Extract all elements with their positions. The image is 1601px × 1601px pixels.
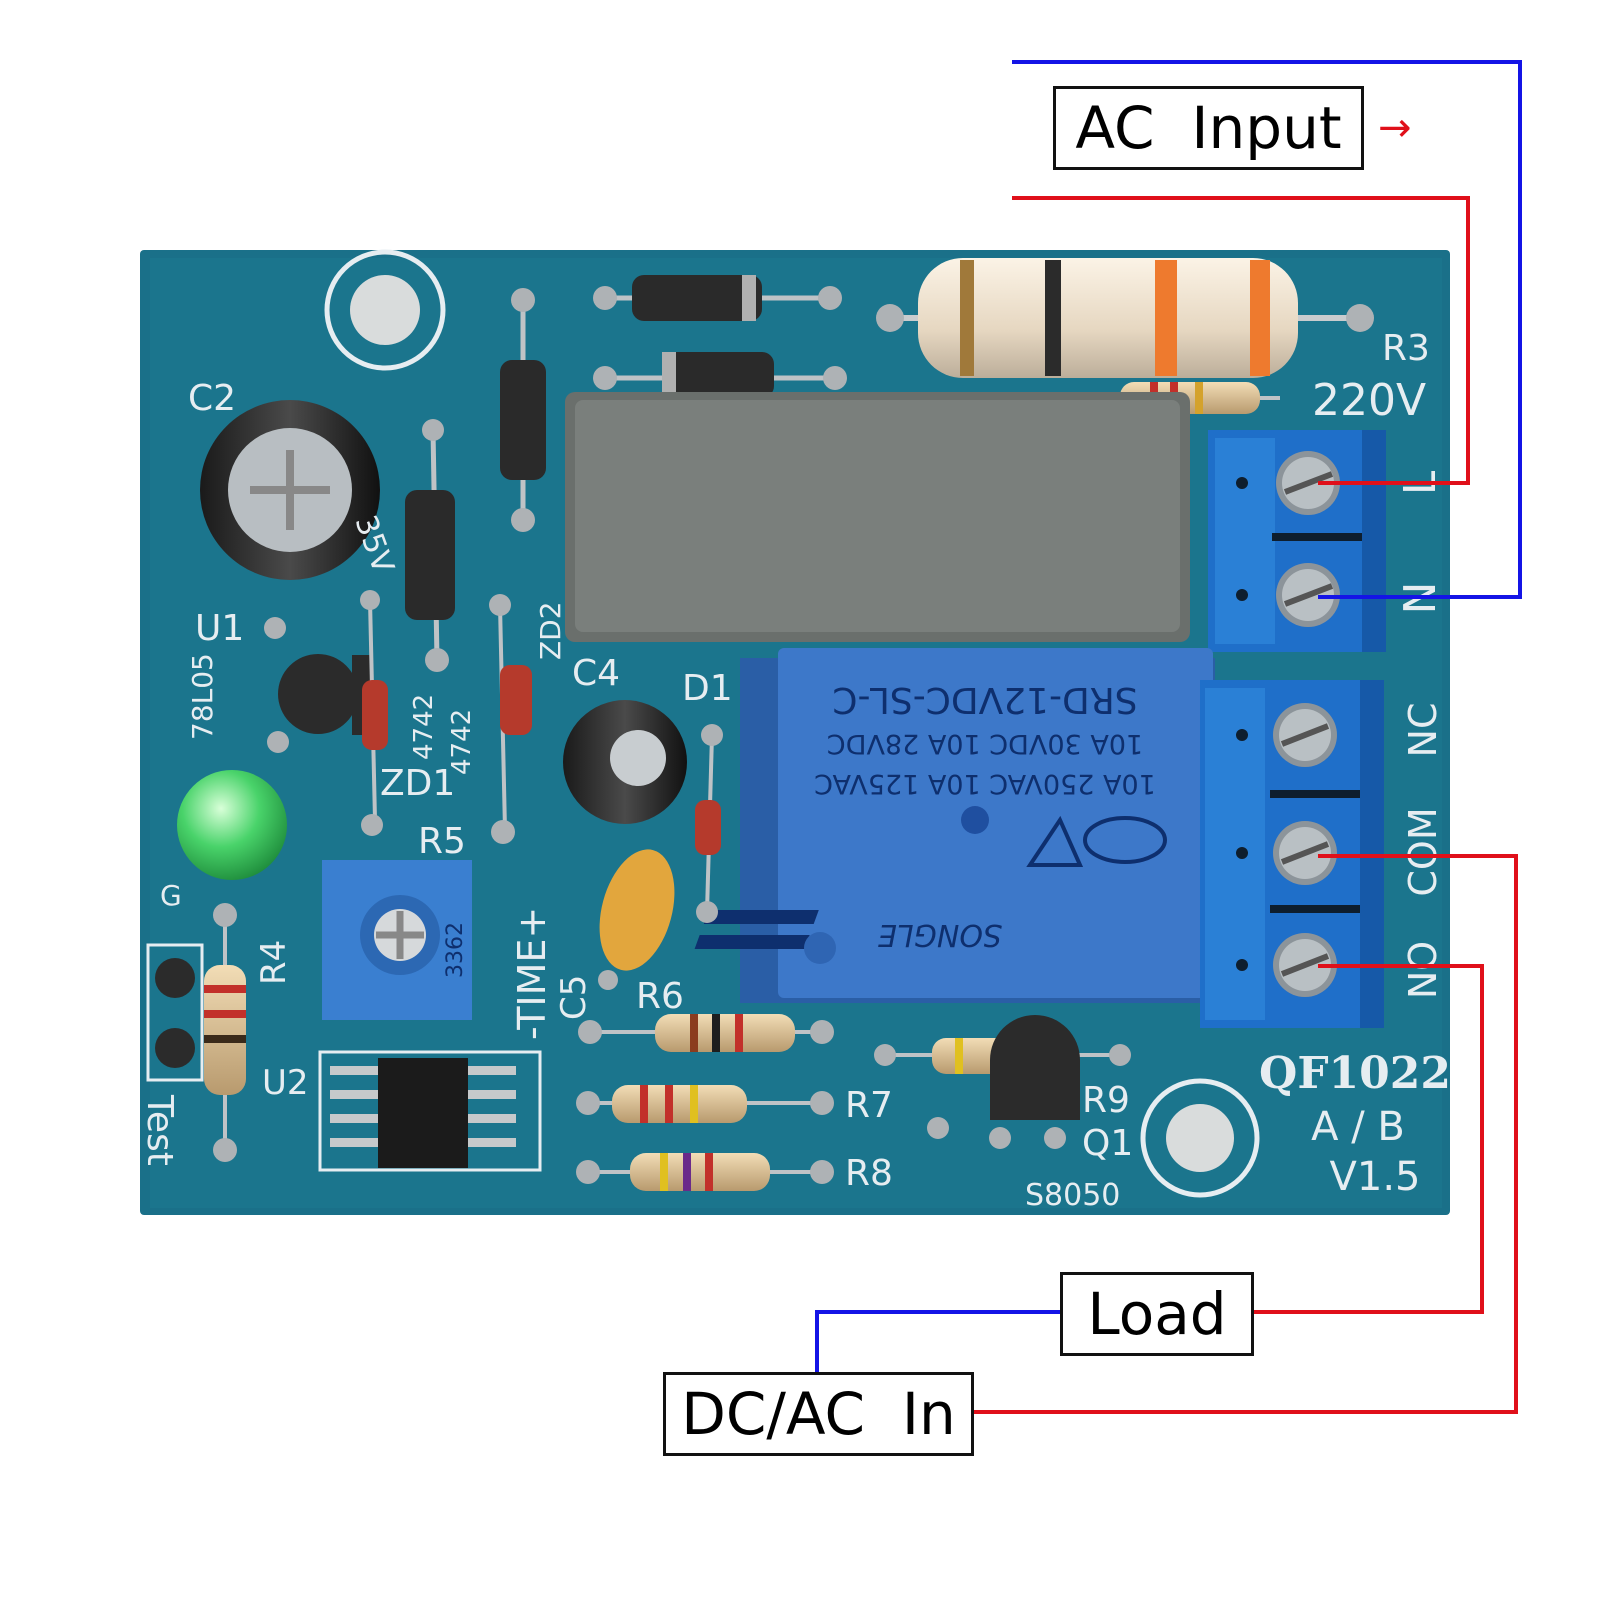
no-to-load-wire: [1252, 964, 1484, 1314]
relay-brand: SONGLE: [878, 917, 1002, 952]
resistor: [578, 1014, 834, 1052]
u2-label: U2: [262, 1063, 309, 1103]
time-trim-label: -TIME+: [510, 907, 554, 1040]
mounting-hole: [324, 249, 446, 371]
load-neutral-wire: [815, 1310, 1062, 1372]
relay-rating-ac: 10A 250VAC 10A 125VAC: [814, 768, 1156, 799]
c4-label: C4: [572, 653, 620, 694]
board-variant: A / B: [1311, 1104, 1405, 1150]
r3-label: R3: [1382, 328, 1430, 369]
test-label: Test: [139, 1094, 180, 1166]
load-label: Load: [1060, 1272, 1254, 1356]
zener-diode: [360, 590, 388, 836]
terminal-no-label: NO: [1401, 941, 1445, 999]
d1-label: D1: [682, 668, 733, 709]
electrolytic-capacitor: [563, 700, 687, 824]
diode: [405, 419, 455, 672]
com-wire: [972, 854, 1518, 1414]
ceramic-capacitor: [598, 849, 675, 990]
zd2-label: ZD2: [534, 601, 567, 660]
mounting-hole: [1140, 1078, 1260, 1198]
terminal-nc-label: NC: [1401, 703, 1445, 758]
test-pads: [146, 943, 204, 1082]
ic-chip: [318, 1050, 542, 1172]
pot-code: 3362: [443, 922, 468, 978]
resistor: [576, 1153, 834, 1191]
diode: [695, 724, 723, 923]
relay-rating-dc: 10A 30VDC 10A 28VDC: [827, 728, 1143, 759]
r5-label: R5: [418, 821, 466, 862]
trim-potentiometer: 3362: [322, 860, 472, 1020]
r7-label: R7: [845, 1085, 893, 1126]
dc-ac-in-label: DC/AC In: [663, 1372, 974, 1456]
zd1-label: ZD1: [380, 763, 455, 804]
relay-model: SRD-12VDC-SL-C: [832, 679, 1137, 720]
g-label: G: [160, 879, 182, 912]
ac-input-label: AC Input: [1053, 86, 1364, 170]
neutral-input-wire: [1012, 60, 1522, 599]
zd2-part-label: 4742: [447, 709, 477, 775]
u1-label: U1: [195, 608, 244, 649]
r8-label: R8: [845, 1153, 893, 1194]
led: [177, 770, 287, 880]
r9-label: R9: [1082, 1080, 1130, 1121]
board-model: QF1022: [1259, 1048, 1451, 1099]
diode: [500, 288, 546, 532]
u1-part-label: 78L05: [186, 653, 219, 740]
zener-diode: [489, 594, 532, 844]
diode: [593, 275, 842, 321]
voltage-label: 220V: [1312, 375, 1426, 426]
c5-label: C5: [554, 975, 594, 1020]
q1-label: Q1: [1082, 1123, 1133, 1164]
transistor: [927, 1015, 1080, 1149]
zd1-part-label: 4742: [409, 694, 439, 760]
input-terminal-block: [1208, 430, 1386, 652]
q1-part-label: S8050: [1025, 1178, 1120, 1213]
wiring: [815, 60, 1522, 1414]
resistor: [576, 1085, 834, 1123]
c2-label: C2: [188, 378, 236, 419]
electrolytic-capacitor: 35V: [200, 400, 401, 580]
r6-label: R6: [636, 976, 684, 1017]
power-resistor: [876, 258, 1374, 378]
r4-label: R4: [254, 940, 294, 985]
relay: SRD-12VDC-SL-C 10A 30VDC 10A 28VDC 10A 2…: [694, 648, 1215, 1003]
diode: [593, 352, 847, 398]
resistor: [204, 903, 246, 1162]
live-input-wire: [1012, 196, 1470, 485]
board-version: V1.5: [1330, 1154, 1421, 1200]
terminal-com-label: COM: [1401, 807, 1445, 896]
arrow-right-icon: →: [1378, 105, 1412, 151]
